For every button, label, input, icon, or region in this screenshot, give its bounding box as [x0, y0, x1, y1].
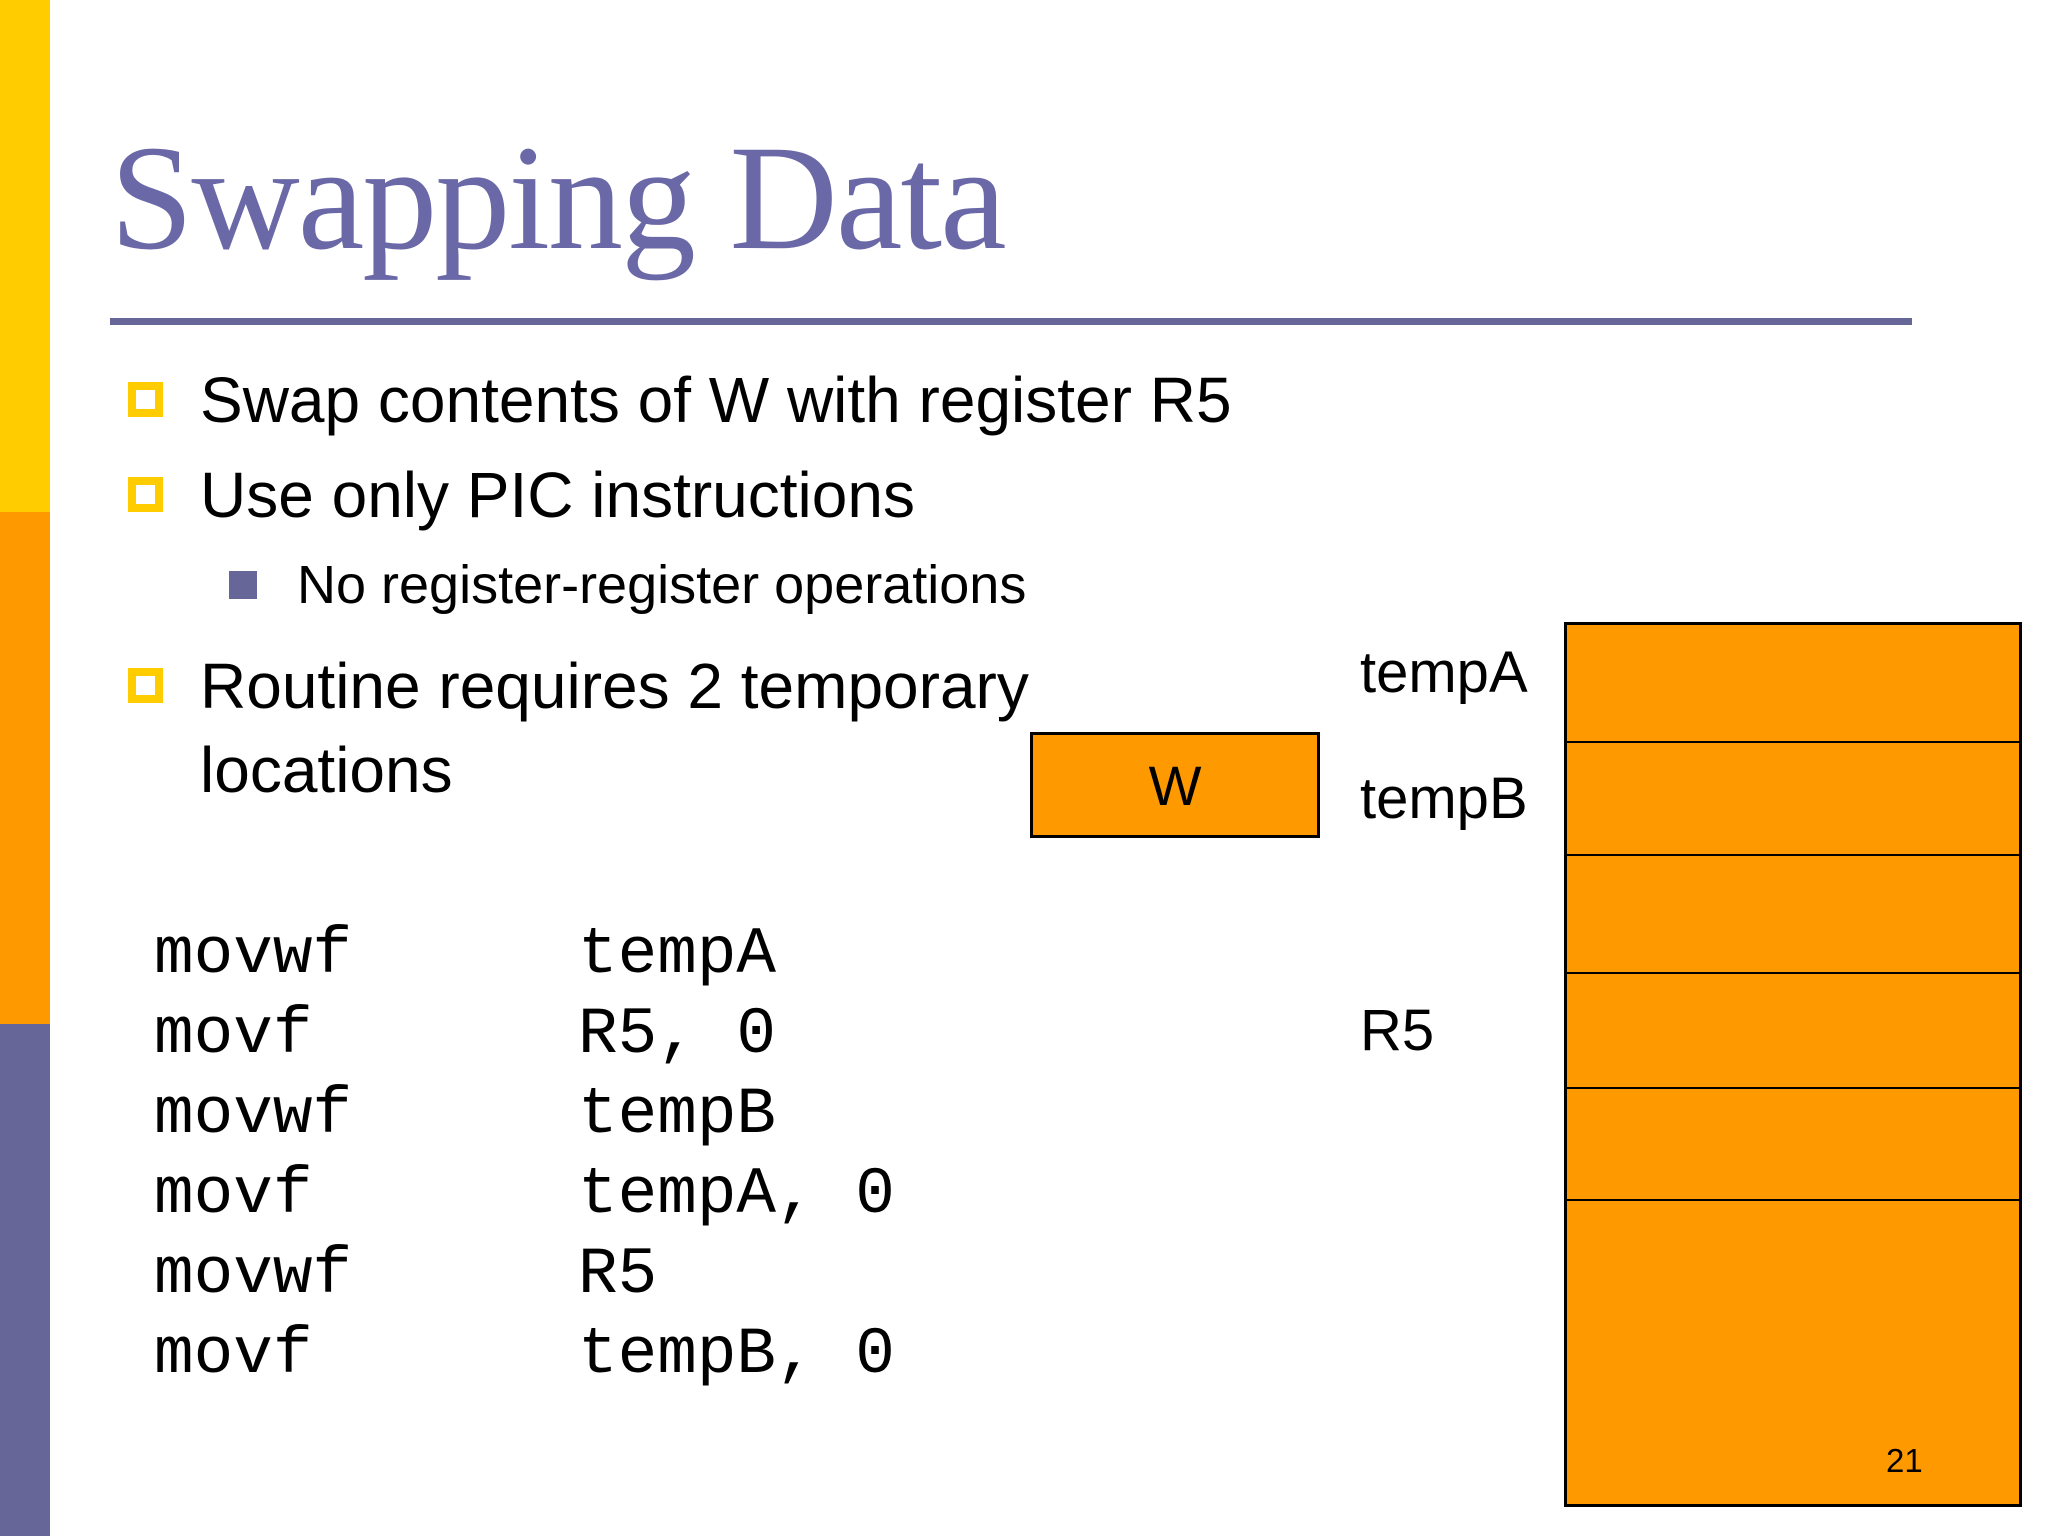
slide-title: Swapping Data	[110, 115, 1007, 281]
code-opcode: movwf	[154, 917, 353, 992]
bullet-square-icon	[128, 382, 163, 417]
bullet-item: Routine requires 2 temporary locations	[200, 650, 1029, 806]
bullet-square-icon	[128, 477, 163, 512]
code-operand: tempB, 0	[578, 1317, 895, 1392]
code-opcode: movwf	[154, 1237, 353, 1312]
code-operand: tempA	[578, 917, 777, 992]
code-opcode: movf	[154, 1317, 313, 1392]
code-opcode: movf	[154, 1157, 313, 1232]
bullet-square-icon	[128, 668, 163, 703]
register-label-R5: R5	[1360, 998, 1435, 1063]
code-operand: tempA, 0	[578, 1157, 895, 1232]
register-file-column	[1564, 622, 2022, 1507]
register-label-tempB: tempB	[1360, 766, 1528, 831]
register-cell	[1567, 854, 2019, 972]
w-register-label: W	[1148, 753, 1202, 817]
w-register-box: W	[1030, 732, 1320, 838]
bullet-item: Use only PIC instructions	[200, 459, 915, 531]
register-cell	[1567, 1199, 2019, 1504]
code-opcode: movf	[154, 997, 313, 1072]
register-label-tempA: tempA	[1360, 640, 1528, 705]
left-bar-orange-segment	[0, 512, 50, 1024]
code-operand: R5	[578, 1237, 658, 1312]
sub-bullet-square-icon	[229, 571, 257, 599]
code-operand: R5, 0	[578, 997, 777, 1072]
register-cell-tempB	[1567, 741, 2019, 854]
bullet-item: Swap contents of W with register R5	[200, 364, 1232, 436]
code-operand: tempB	[578, 1077, 777, 1152]
left-bar-purple-segment	[0, 1024, 50, 1536]
page-number: 21	[1886, 1442, 1923, 1479]
register-cell-tempA	[1567, 625, 2019, 741]
register-cell	[1567, 1087, 2019, 1199]
title-underline-rule	[110, 318, 1912, 325]
sub-bullet-item: No register-register operations	[297, 555, 1027, 615]
register-cell-R5	[1567, 972, 2019, 1087]
left-bar-yellow-segment	[0, 0, 50, 512]
code-opcode: movwf	[154, 1077, 353, 1152]
left-accent-bar	[0, 0, 50, 1536]
